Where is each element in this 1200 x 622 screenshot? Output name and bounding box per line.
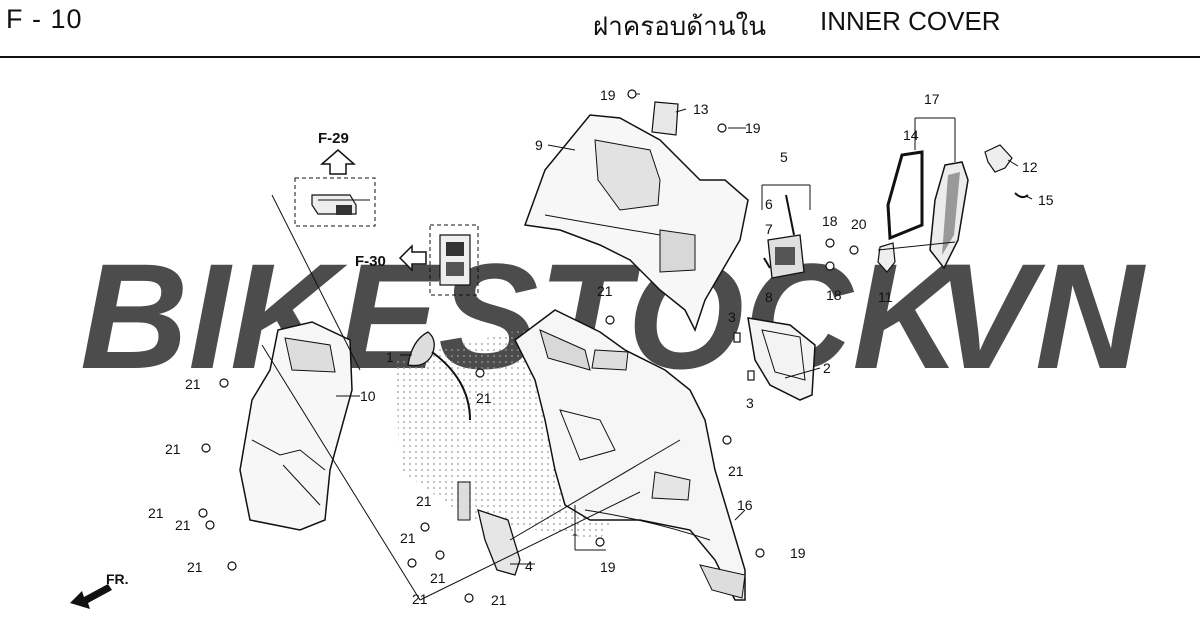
callout-21a: 21 <box>185 376 201 392</box>
leader-lines <box>261 93 1033 601</box>
front-label: FR. <box>106 571 129 587</box>
f30-label: F-30 <box>355 253 386 270</box>
callout-16: 16 <box>737 497 753 513</box>
page-title-english: INNER COVER <box>820 6 1001 36</box>
part-15-clip <box>1014 192 1029 199</box>
front-arrow-icon <box>70 584 112 609</box>
part-5-switch-panel <box>763 194 805 279</box>
page-code: F - 10 <box>6 4 83 34</box>
callout-21j: 21 <box>400 530 416 546</box>
page-title-thai: ฝาครอบด้านใน <box>593 11 767 41</box>
part-17-side-panel <box>886 150 969 270</box>
callout-7: 7 <box>765 221 773 237</box>
part-13-clip <box>651 101 679 136</box>
f30-reference: F-30 <box>355 224 479 296</box>
callout-21f: 21 <box>476 390 492 406</box>
callout-21g: 21 <box>597 283 613 299</box>
callout-13: 13 <box>693 101 709 117</box>
callout-10: 10 <box>360 388 376 404</box>
callout-20: 20 <box>851 216 867 232</box>
callout-12: 12 <box>1022 159 1038 175</box>
f30-arrow-icon <box>398 244 427 272</box>
callout-9: 9 <box>535 137 543 153</box>
part-11-hook <box>877 242 896 273</box>
callout-labels: 1 2 3 3 4 5 6 7 8 9 10 11 12 13 14 15 16… <box>148 87 1054 608</box>
callout-3b: 3 <box>746 395 754 411</box>
part-4-latch <box>457 481 521 576</box>
callout-19b: 19 <box>745 120 761 136</box>
screws <box>198 89 859 603</box>
callout-8: 8 <box>765 289 773 305</box>
callout-19c: 19 <box>600 559 616 575</box>
callout-6: 6 <box>765 196 773 212</box>
callout-19a: 19 <box>600 87 616 103</box>
callout-17: 17 <box>924 91 940 107</box>
f29-label: F-29 <box>318 130 349 147</box>
f29-reference: F-29 <box>294 130 376 227</box>
callout-15: 15 <box>1038 192 1054 208</box>
callout-14: 14 <box>903 127 919 143</box>
callout-11: 11 <box>878 289 893 305</box>
callout-21b: 21 <box>165 441 181 457</box>
page-header: F - 10 INNER COVER ฝาครอบด้านใน <box>0 0 1200 58</box>
part-10-left-pocket <box>239 321 353 531</box>
callout-5: 5 <box>780 149 788 165</box>
callout-21e: 21 <box>187 559 203 575</box>
f29-arrow-icon <box>320 149 356 175</box>
callout-21h: 21 <box>728 463 744 479</box>
part-16-inner-cover-body <box>514 309 746 601</box>
callout-21d: 21 <box>175 517 191 533</box>
callout-4: 4 <box>525 558 533 574</box>
part-1-cable <box>407 331 471 421</box>
header-rule <box>0 56 1200 58</box>
callout-21m: 21 <box>491 592 507 608</box>
callout-18b: 18 <box>826 287 842 303</box>
part-2-lid <box>747 317 816 401</box>
part-12-hook <box>984 144 1013 173</box>
callout-21l: 21 <box>412 591 428 607</box>
callout-1: 1 <box>386 349 394 365</box>
callout-18a: 18 <box>822 213 838 229</box>
callout-2: 2 <box>823 360 831 376</box>
callout-21i: 21 <box>416 493 432 509</box>
callout-19d: 19 <box>790 545 806 561</box>
watermark-text-red: VN <box>935 232 1146 400</box>
part-9-upper-cover <box>523 114 749 332</box>
callout-21c: 21 <box>148 505 164 521</box>
callout-3a: 3 <box>728 309 736 325</box>
callout-21k: 21 <box>430 570 446 586</box>
front-direction: FR. <box>70 571 129 609</box>
